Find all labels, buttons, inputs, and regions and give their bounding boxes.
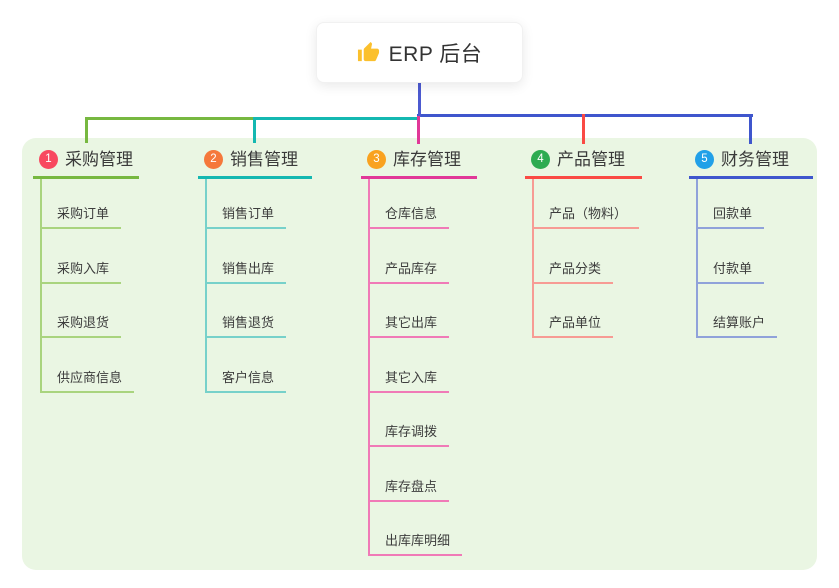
item-row: 库存盘点 [370,447,450,502]
branch-items: 采购订单采购入库采购退货供应商信息 [40,179,135,393]
branch-number-badge: 4 [531,150,550,169]
item-node[interactable]: 产品单位 [534,312,614,338]
item-row: 产品库存 [370,229,450,284]
item-row: 付款单 [698,229,765,284]
root-node-label: ERP 后台 [388,42,483,66]
branch-items: 回款单付款单结算账户 [696,179,778,338]
item-node[interactable]: 结算账户 [698,312,778,338]
branch-2: 2 销售管理销售订单销售出库销售退货客户信息 [198,148,312,393]
connector-branch4-drop [582,114,585,144]
item-row: 销售订单 [207,179,287,229]
branch-1: 1 采购管理采购订单采购入库采购退货供应商信息 [33,148,139,393]
branch-node[interactable]: 3 库存管理 [361,148,477,179]
item-node[interactable]: 客户信息 [207,367,287,393]
branch-3: 3 库存管理仓库信息产品库存其它出库其它入库库存调拨库存盘点出库库明细 [361,148,477,556]
item-node[interactable]: 库存盘点 [370,476,450,502]
item-node[interactable]: 采购退货 [42,312,122,338]
item-row: 供应商信息 [42,338,135,393]
connector-branch2-drop [253,117,256,143]
item-row: 客户信息 [207,338,287,393]
item-node[interactable]: 其它入库 [370,367,450,393]
item-node[interactable]: 付款单 [698,258,765,284]
branch-number-badge: 3 [367,150,386,169]
branches-panel [22,138,817,570]
item-node[interactable]: 销售退货 [207,312,287,338]
branch-title-label: 财务管理 [721,150,789,169]
branch-title-label: 采购管理 [65,150,133,169]
branch-items: 销售订单销售出库销售退货客户信息 [205,179,287,393]
item-row: 产品单位 [534,284,614,338]
item-row: 采购订单 [42,179,122,229]
item-node[interactable]: 供应商信息 [42,367,135,393]
item-row: 产品（物料） [534,179,640,229]
item-node[interactable]: 销售订单 [207,203,287,229]
item-row: 库存调拨 [370,393,450,447]
item-row: 出库库明细 [370,502,463,556]
item-row: 采购入库 [42,229,122,284]
branch-node[interactable]: 2 销售管理 [198,148,312,179]
branch-number-badge: 5 [695,150,714,169]
branch-node[interactable]: 5 财务管理 [689,148,813,179]
connector-right-horizontal [417,114,753,117]
branch-node[interactable]: 1 采购管理 [33,148,139,179]
connector-branch2-horizontal [253,117,419,120]
item-node[interactable]: 采购入库 [42,258,122,284]
item-node[interactable]: 其它出库 [370,312,450,338]
item-node[interactable]: 仓库信息 [370,203,450,229]
connector-branch5-drop [749,114,752,144]
root-node[interactable]: ERP 后台 [316,22,523,83]
item-row: 结算账户 [698,284,778,338]
item-node[interactable]: 采购订单 [42,203,122,229]
connector-branch1-drop [85,117,88,143]
item-row: 采购退货 [42,284,122,338]
branch-node[interactable]: 4 产品管理 [525,148,642,179]
branch-title-label: 销售管理 [230,150,298,169]
item-node[interactable]: 出库库明细 [370,530,463,556]
item-node[interactable]: 销售出库 [207,258,287,284]
item-row: 其它出库 [370,284,450,338]
branch-5: 5 财务管理回款单付款单结算账户 [689,148,813,338]
branch-title-label: 库存管理 [393,150,461,169]
branch-title-label: 产品管理 [557,150,625,169]
branch-items: 产品（物料） 产品分类产品单位 [532,179,640,338]
item-row: 销售出库 [207,229,287,284]
item-row: 产品分类 [534,229,614,284]
branch-items: 仓库信息产品库存其它出库其它入库库存调拨库存盘点出库库明细 [368,179,463,556]
item-row: 其它入库 [370,338,450,393]
item-row: 销售退货 [207,284,287,338]
item-row: 回款单 [698,179,765,229]
item-node[interactable]: 产品（物料） [534,203,640,229]
item-node[interactable]: 库存调拨 [370,421,450,447]
branch-number-badge: 1 [39,150,58,169]
item-node[interactable]: 回款单 [698,203,765,229]
item-node[interactable]: 产品库存 [370,258,450,284]
item-row: 仓库信息 [370,179,450,229]
branch-4: 4 产品管理产品（物料） 产品分类产品单位 [525,148,642,338]
connector-branch1-horizontal [86,117,255,120]
thumbs-up-icon [357,41,379,62]
branch-number-badge: 2 [204,150,223,169]
connector-branch3-drop [417,116,420,144]
connector-root-vertical [418,83,421,117]
item-node[interactable]: 产品分类 [534,258,614,284]
